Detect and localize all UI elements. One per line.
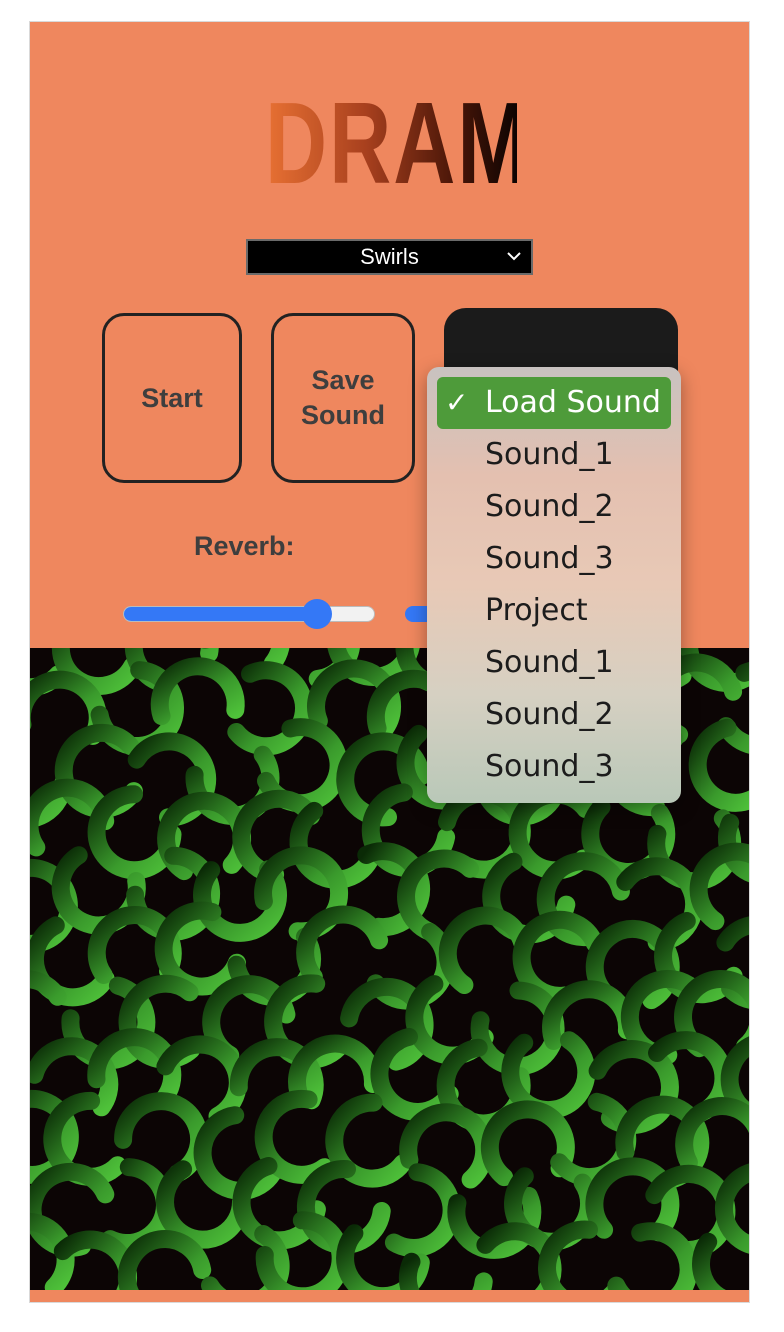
logo-text: DRAMM [265, 60, 603, 227]
swirl-shape [714, 1163, 749, 1254]
visual-select[interactable]: Swirls [246, 239, 533, 275]
reverb-label: Reverb: [194, 531, 295, 561]
swirl-shape [680, 648, 749, 692]
swirl-shape [607, 1222, 698, 1290]
swirl-shape [87, 1028, 182, 1109]
dropdown-option-label: Project [485, 593, 588, 628]
dropdown-option-label: Sound_1 [485, 437, 614, 472]
swirl-shape [30, 1089, 79, 1184]
swirl-shape [201, 1225, 290, 1290]
swirl-shape [193, 860, 287, 942]
swirl-shape [264, 974, 348, 1069]
swirl-shape [289, 801, 379, 889]
swirl-shape [30, 773, 73, 828]
swirl-shape [193, 1106, 282, 1200]
swirl-shape [51, 648, 142, 696]
dropdown-option-label: Sound_2 [485, 697, 614, 732]
start-button-label: Start [141, 382, 203, 413]
swirl-shape [227, 661, 313, 756]
swirl-shape [307, 659, 402, 741]
dropdown-option[interactable]: ✓ Load Sound [437, 377, 671, 429]
swirl-shape [720, 1036, 749, 1123]
swirl-shape [438, 906, 532, 994]
swirl-shape [154, 901, 246, 996]
dropdown-option[interactable]: Sound_2 [437, 689, 671, 741]
swirl-shape [585, 1157, 680, 1242]
swirl-shape [447, 1186, 542, 1259]
swirl-shape [688, 718, 749, 812]
dropdown-option[interactable]: Project [437, 585, 671, 637]
swirl-shape [255, 1211, 350, 1290]
swirl-shape [232, 789, 321, 884]
swirl-shape [287, 1034, 382, 1101]
swirl-shape [156, 1035, 247, 1126]
swirl-shape [384, 1163, 461, 1258]
swirl-shape [675, 1097, 749, 1172]
app-container: DRAMM Swirls Start Save Sound Reverb: ✓ L… [29, 21, 750, 1303]
dropdown-option[interactable]: Sound_1 [437, 429, 671, 481]
swirl-shape [716, 916, 749, 1009]
save-label-line2: Sound [301, 400, 385, 430]
reverb-slider[interactable] [123, 599, 375, 629]
swirl-shape [30, 970, 67, 1006]
chevron-down-icon [507, 252, 521, 261]
dropdown-option-label: Sound_1 [485, 645, 614, 680]
reverb-slider-fill [124, 607, 317, 621]
checkmark-icon: ✓ [445, 386, 469, 419]
swirl-shape [717, 662, 749, 754]
swirl-shape [538, 1220, 626, 1290]
swirl-shape [117, 1230, 212, 1290]
dropdown-option[interactable]: Sound_1 [437, 637, 671, 689]
dropdown-option-label: Sound_3 [485, 541, 614, 576]
swirl-shape [398, 1252, 493, 1290]
dropdown-option-label: Sound_3 [485, 749, 614, 784]
swirl-shape [30, 1212, 75, 1290]
dropdown-option[interactable]: Sound_3 [437, 533, 671, 585]
dropdown-option-label: Sound_2 [485, 489, 614, 524]
save-sound-label: Save Sound [301, 363, 385, 433]
dropdown-option[interactable]: Sound_3 [437, 741, 671, 793]
swirl-shape [150, 657, 245, 726]
swirl-shape [229, 1038, 324, 1110]
swirl-shape [689, 842, 749, 931]
swirl-shape [692, 1232, 727, 1290]
swirl-shape [296, 905, 389, 986]
visual-select-value: Swirls [360, 244, 419, 269]
save-label-line1: Save [311, 365, 375, 395]
swirl-shape [536, 852, 630, 947]
swirl-shape [325, 1093, 412, 1188]
swirl-shape [674, 970, 749, 1058]
swirl-shape [480, 1100, 575, 1187]
save-sound-button[interactable]: Save Sound [271, 313, 415, 483]
start-button[interactable]: Start [102, 313, 242, 483]
dropdown-option-label: Load Sound [485, 385, 661, 420]
swirl-shape [397, 849, 480, 941]
swirl-shape [30, 1037, 119, 1117]
swirl-shape [357, 842, 431, 937]
reverb-slider-thumb[interactable] [301, 599, 332, 629]
dramm-logo: DRAMM [265, 79, 603, 209]
dropdown-option[interactable]: Sound_2 [437, 481, 671, 533]
swirl-shape [254, 1089, 334, 1184]
